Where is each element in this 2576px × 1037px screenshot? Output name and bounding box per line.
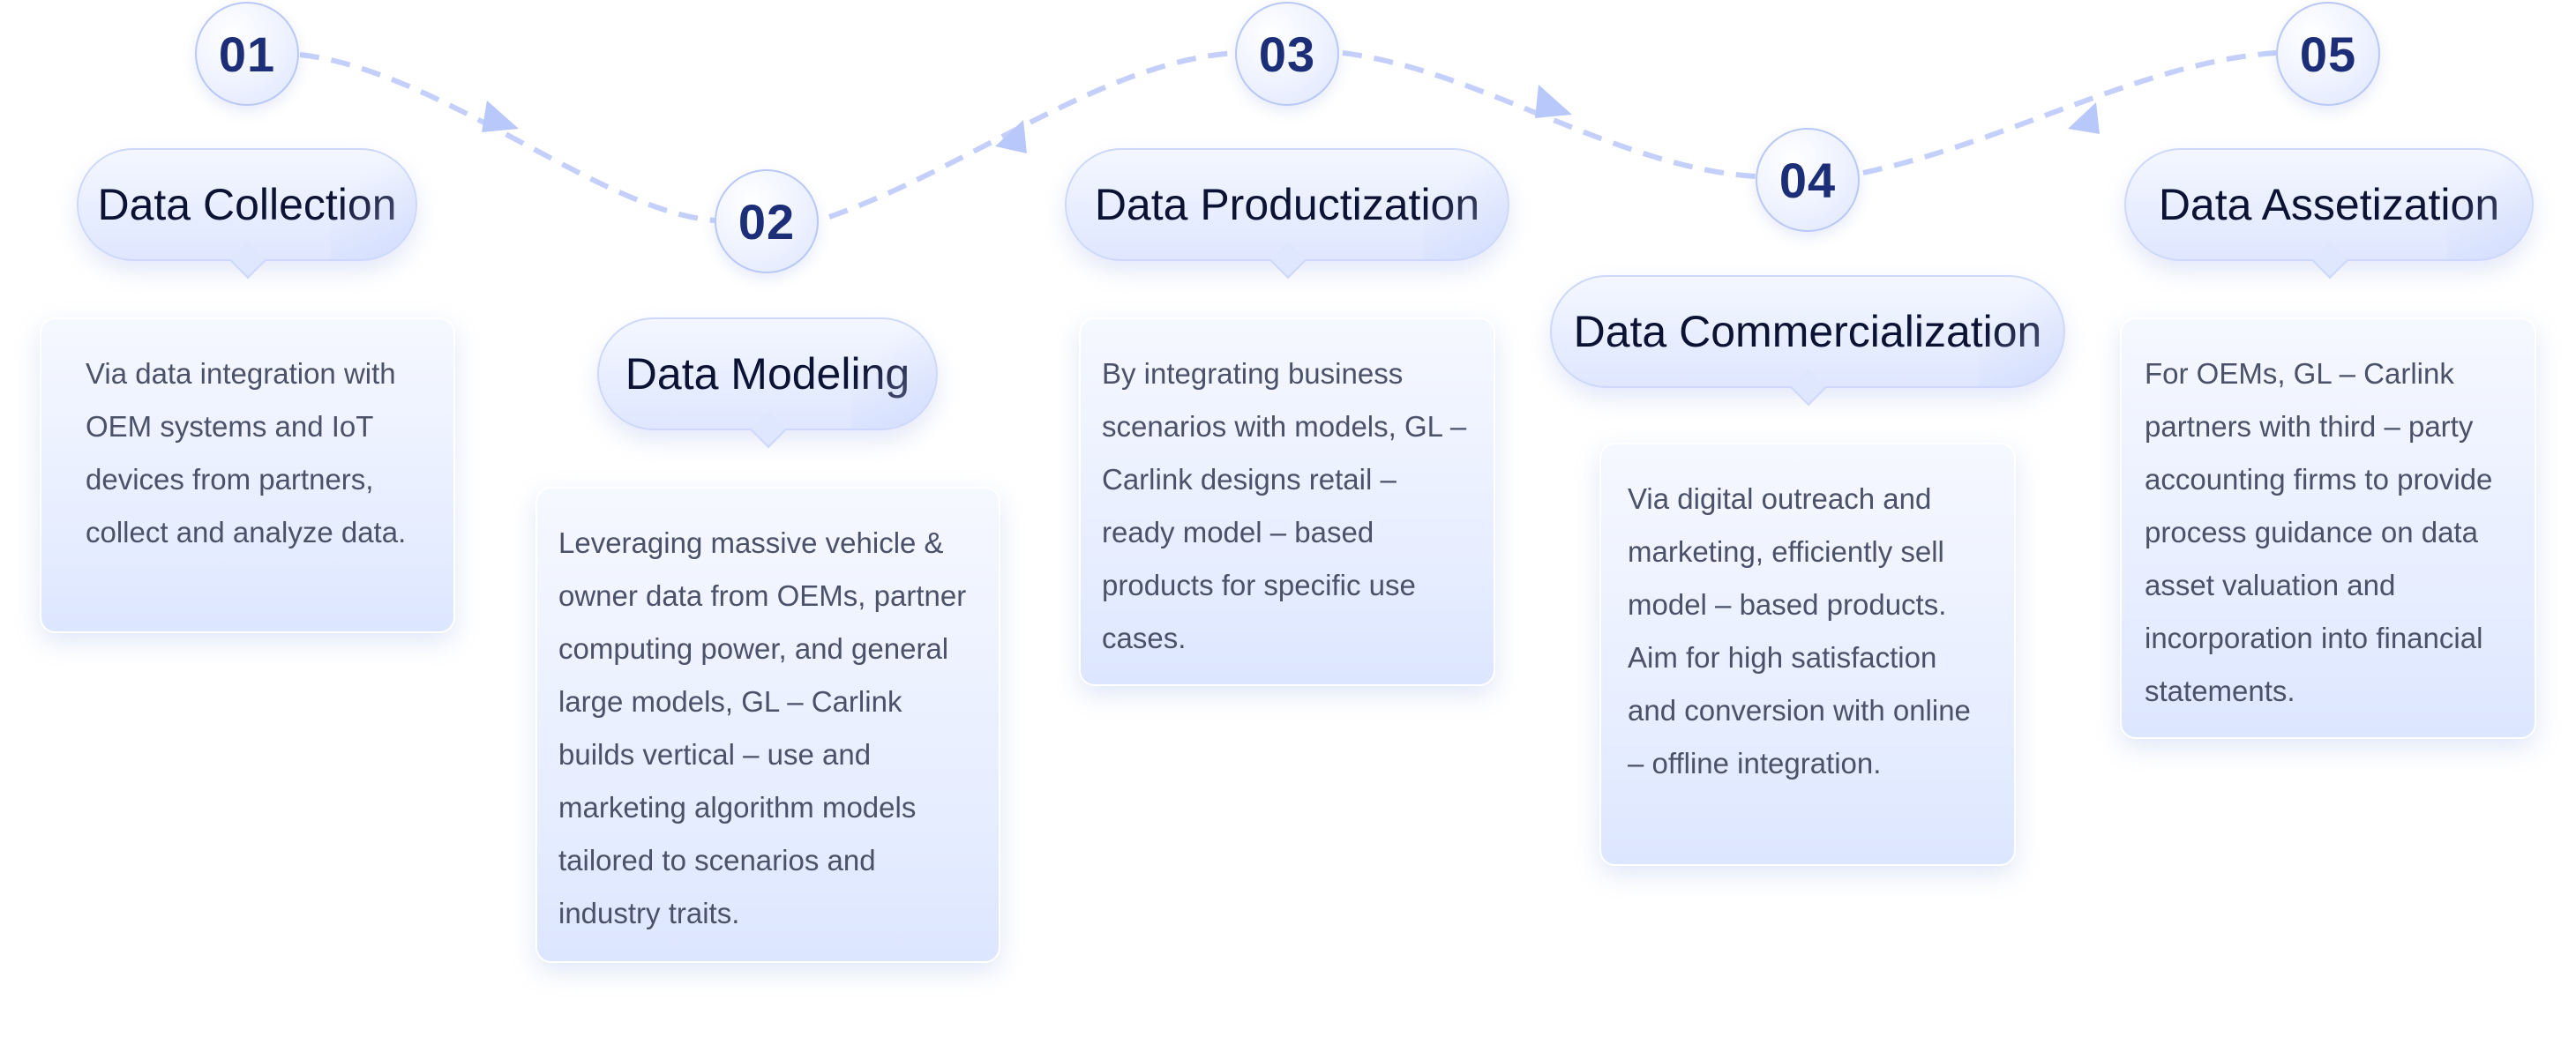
- step-description: Leveraging massive vehicle & owner data …: [558, 526, 967, 929]
- arrow-right-up-icon: [2068, 102, 2100, 134]
- step-title: Data Commercialization: [1573, 307, 2042, 356]
- step-number-badge: 01: [195, 2, 299, 106]
- step-description-card: Via data integration with OEM systems an…: [40, 317, 455, 633]
- step-description: For OEMs, GL – Carlink partners with thi…: [2145, 357, 2493, 707]
- step-number-badge: 05: [2276, 2, 2380, 106]
- step-title: Data Assetization: [2158, 180, 2500, 229]
- connector-segment-2-3: [828, 50, 1236, 220]
- step-number-badge: 03: [1235, 2, 1339, 106]
- arrow-right-up-icon: [995, 120, 1027, 153]
- step-title: Data Modeling: [625, 349, 910, 399]
- step-title-pill: Data Collection: [77, 148, 417, 261]
- step-title-pill: Data Modeling: [597, 317, 938, 430]
- step-title: Data Collection: [97, 180, 397, 229]
- step-description: By integrating business scenarios with m…: [1102, 357, 1467, 654]
- step-description-card: Leveraging massive vehicle & owner data …: [535, 487, 1000, 963]
- step-description-card: By integrating business scenarios with m…: [1079, 317, 1495, 686]
- step-description-card: Via digital outreach and marketing, effi…: [1599, 443, 2016, 866]
- step-title-pill: Data Commercialization: [1550, 275, 2065, 388]
- step-description-card: For OEMs, GL – Carlink partners with thi…: [2120, 317, 2536, 739]
- arrow-right-down-icon: [482, 101, 519, 132]
- step-number-badge: 02: [715, 169, 819, 273]
- connector-segment-1-2: [299, 52, 715, 223]
- step-title-pill: Data Assetization: [2124, 148, 2534, 261]
- arrow-right-down-icon: [1535, 85, 1572, 118]
- connector-segment-4-5: [1862, 50, 2277, 175]
- step-number-badge: 04: [1756, 128, 1860, 232]
- step-description: Via digital outreach and marketing, effi…: [1628, 482, 1971, 780]
- step-title: Data Productization: [1094, 180, 1480, 229]
- step-title-pill: Data Productization: [1065, 148, 1509, 261]
- step-description: Via data integration with OEM systems an…: [86, 357, 407, 548]
